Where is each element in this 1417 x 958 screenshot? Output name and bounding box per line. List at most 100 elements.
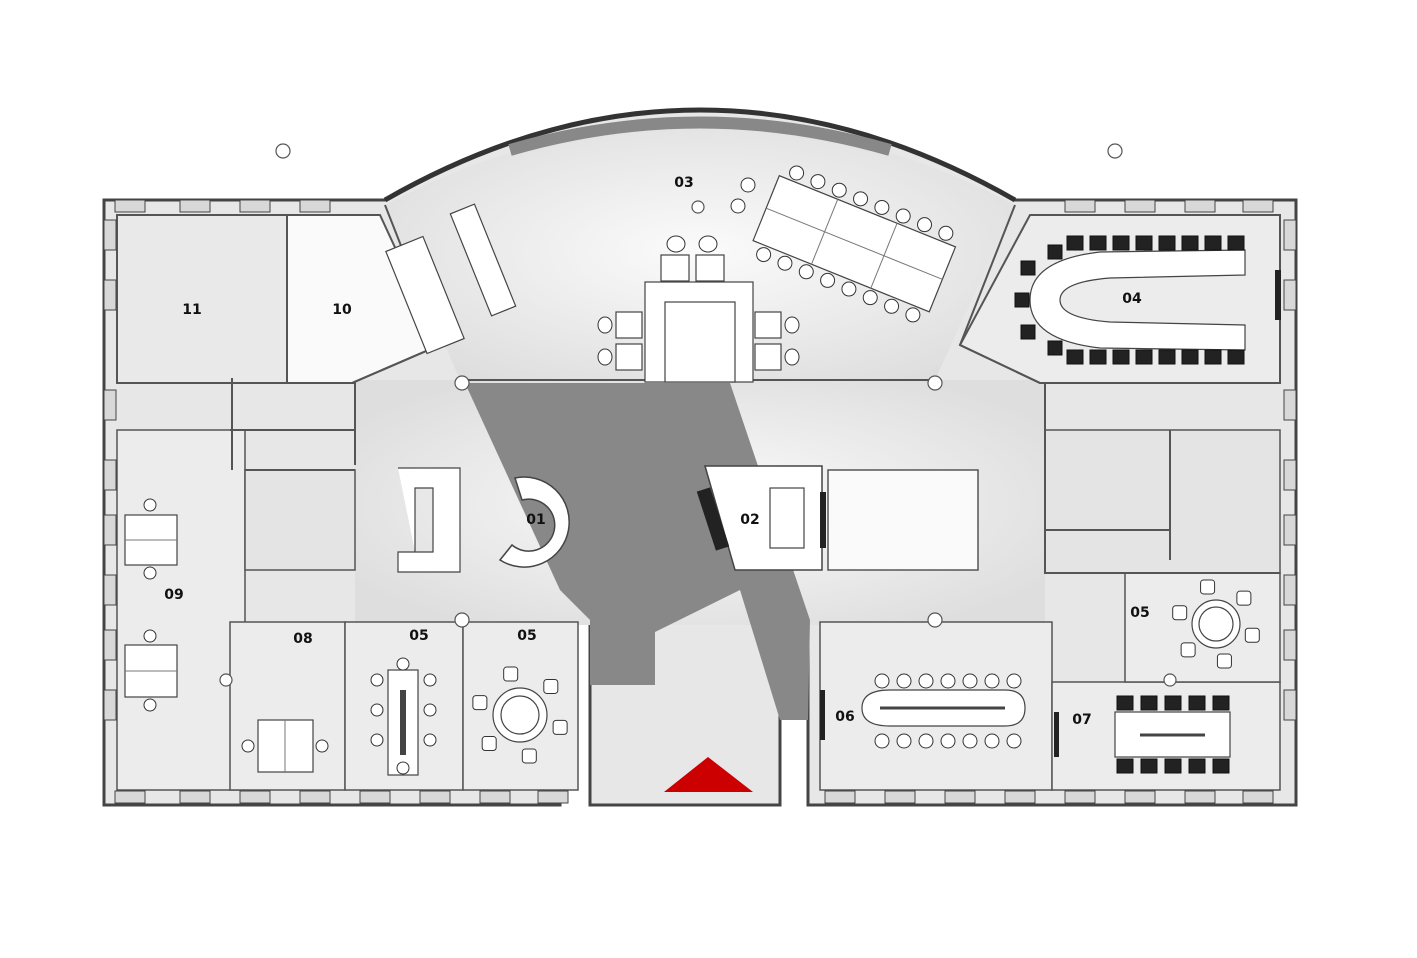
window bbox=[1284, 515, 1296, 545]
window bbox=[1005, 791, 1035, 803]
window bbox=[1284, 460, 1296, 490]
chair bbox=[1136, 236, 1152, 250]
chair bbox=[897, 734, 911, 748]
chair bbox=[1048, 245, 1062, 259]
chair bbox=[1182, 236, 1198, 250]
chair bbox=[1217, 654, 1231, 668]
chair bbox=[811, 175, 825, 189]
chair bbox=[1159, 350, 1175, 364]
window bbox=[115, 791, 145, 803]
chair bbox=[1021, 261, 1035, 275]
chair bbox=[1007, 734, 1021, 748]
chair bbox=[1113, 236, 1129, 250]
chair bbox=[504, 667, 518, 681]
chair bbox=[842, 282, 856, 296]
chair bbox=[919, 734, 933, 748]
label-room-03: 03 bbox=[674, 175, 693, 191]
window bbox=[420, 791, 450, 803]
chair bbox=[985, 674, 999, 688]
chair bbox=[1090, 350, 1106, 364]
chair bbox=[863, 291, 877, 305]
window bbox=[180, 200, 210, 212]
chair bbox=[875, 200, 889, 214]
window bbox=[945, 791, 975, 803]
window bbox=[300, 791, 330, 803]
chair bbox=[1067, 236, 1083, 250]
chair bbox=[1205, 236, 1221, 250]
chair bbox=[1201, 580, 1215, 594]
chair bbox=[1228, 350, 1244, 364]
chair bbox=[1048, 341, 1062, 355]
chair bbox=[799, 265, 813, 279]
room-west-middle bbox=[245, 470, 355, 570]
chair bbox=[544, 679, 558, 693]
chair bbox=[1117, 696, 1133, 710]
chair bbox=[1090, 236, 1106, 250]
label-room-05-a: 05 bbox=[409, 628, 428, 644]
screen bbox=[1275, 270, 1281, 320]
chair bbox=[1136, 350, 1152, 364]
label-room-01: 01 bbox=[526, 512, 545, 528]
window bbox=[1284, 280, 1296, 310]
chair bbox=[778, 256, 792, 270]
chair bbox=[832, 183, 846, 197]
chair bbox=[1113, 350, 1129, 364]
chair bbox=[939, 226, 953, 240]
chair bbox=[371, 704, 383, 716]
chair bbox=[1165, 759, 1181, 773]
window bbox=[538, 791, 568, 803]
chair bbox=[482, 737, 496, 751]
chair bbox=[1189, 759, 1205, 773]
window bbox=[825, 791, 855, 803]
chair bbox=[1015, 293, 1029, 307]
chair bbox=[854, 192, 868, 206]
label-room-06: 06 bbox=[835, 709, 854, 725]
window bbox=[1284, 575, 1296, 605]
chair bbox=[885, 299, 899, 313]
chair bbox=[424, 704, 436, 716]
chair bbox=[1228, 236, 1244, 250]
chair bbox=[1213, 696, 1229, 710]
chair bbox=[1189, 696, 1205, 710]
chair bbox=[424, 734, 436, 746]
window bbox=[1284, 690, 1296, 720]
chair bbox=[1117, 759, 1133, 773]
room-east-upper bbox=[1045, 430, 1280, 573]
chair bbox=[941, 734, 955, 748]
chair bbox=[963, 734, 977, 748]
label-room-11: 11 bbox=[182, 302, 201, 318]
window bbox=[1125, 200, 1155, 212]
chair bbox=[1245, 628, 1259, 642]
window bbox=[104, 575, 116, 605]
chair bbox=[1205, 350, 1221, 364]
room-11 bbox=[117, 215, 287, 383]
chair bbox=[371, 734, 383, 746]
window bbox=[480, 791, 510, 803]
chair bbox=[821, 273, 835, 287]
chair bbox=[757, 248, 771, 262]
window bbox=[1185, 200, 1215, 212]
chair bbox=[963, 674, 977, 688]
chair bbox=[473, 696, 487, 710]
chair bbox=[1165, 696, 1181, 710]
chair bbox=[553, 720, 567, 734]
chair bbox=[1007, 674, 1021, 688]
window bbox=[1284, 220, 1296, 250]
chair bbox=[731, 199, 745, 213]
chair bbox=[875, 734, 889, 748]
chair bbox=[790, 166, 804, 180]
label-room-07: 07 bbox=[1072, 712, 1091, 728]
chair bbox=[919, 674, 933, 688]
chair bbox=[1159, 236, 1175, 250]
chair bbox=[1141, 759, 1157, 773]
room-09 bbox=[117, 430, 245, 790]
window bbox=[1185, 791, 1215, 803]
window bbox=[360, 791, 390, 803]
chair bbox=[1173, 606, 1187, 620]
window bbox=[104, 460, 116, 490]
window bbox=[1284, 390, 1296, 420]
label-room-10: 10 bbox=[332, 302, 352, 318]
chair bbox=[875, 674, 889, 688]
chair bbox=[1213, 759, 1229, 773]
